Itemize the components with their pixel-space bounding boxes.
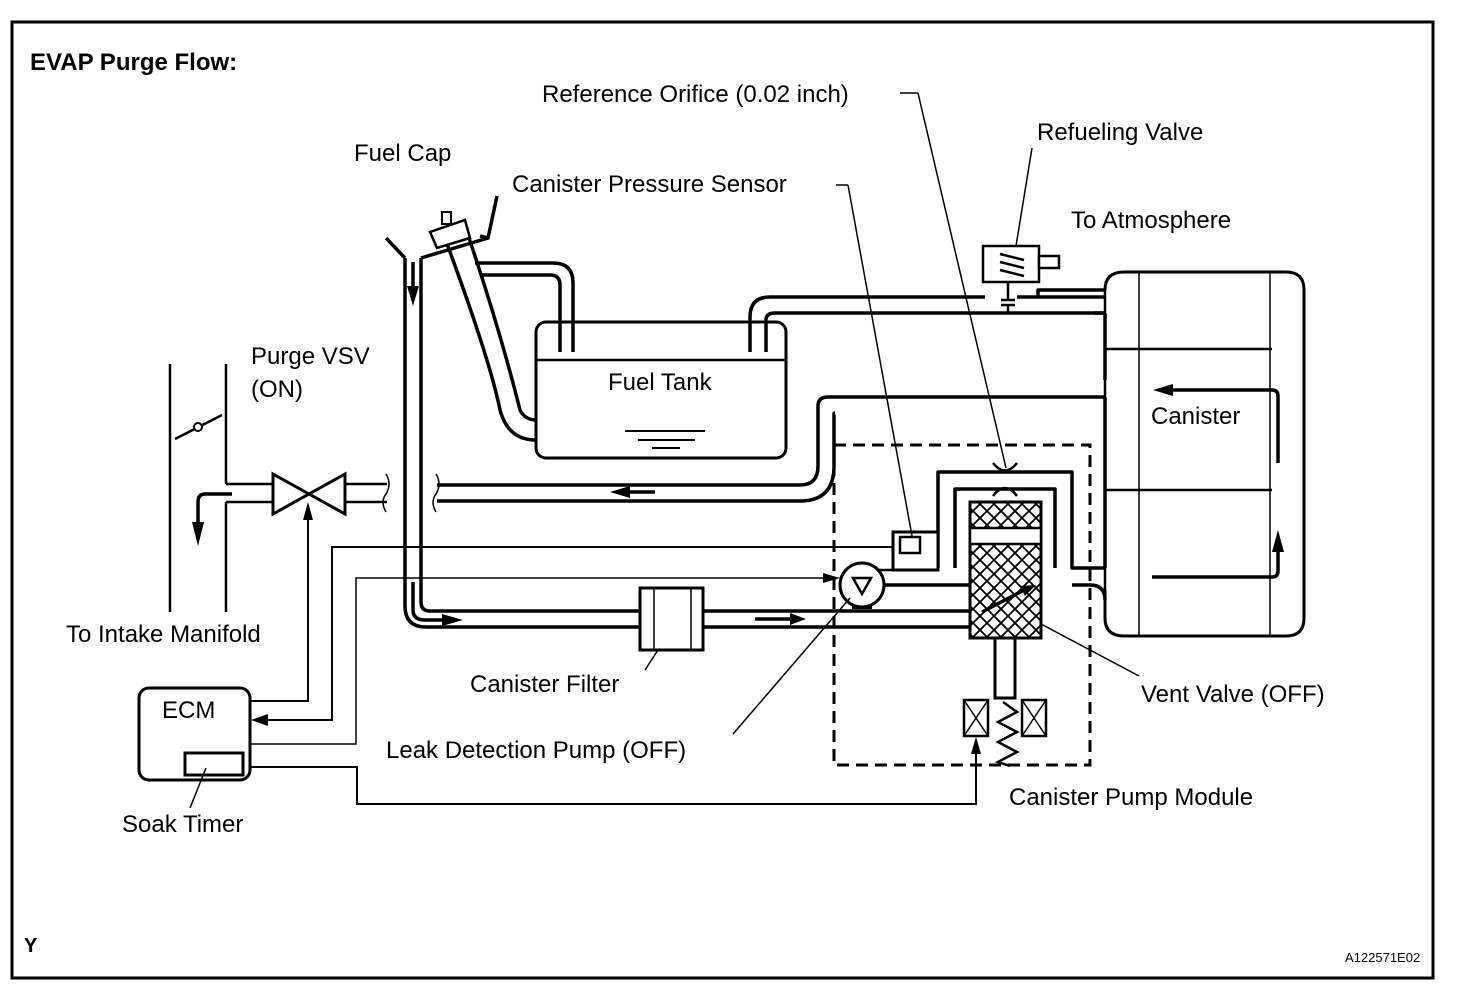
pipe-break-icon xyxy=(432,473,440,513)
canister: Canister xyxy=(1103,270,1306,638)
signal-arrow-up-icon xyxy=(971,737,981,754)
leader-line-pressure-sensor xyxy=(847,184,913,537)
main-pipe xyxy=(384,236,640,629)
pipe-break-icon xyxy=(382,473,390,513)
arrow-head-down-icon xyxy=(192,522,204,546)
figure-frame xyxy=(10,20,1435,980)
flow-arrow-left-icon xyxy=(610,486,630,498)
diagram-title: EVAP Purge Flow: xyxy=(30,49,237,76)
canister-pressure-sensor-label: Canister Pressure Sensor xyxy=(512,171,787,198)
signal-arrow-right-icon xyxy=(823,573,840,583)
reference-orifice-label: Reference Orifice (0.02 inch) xyxy=(542,81,849,108)
solenoid-coil-icon xyxy=(962,698,1048,738)
soak-timer-label: Soak Timer xyxy=(122,811,243,838)
signal-arrow-left-icon xyxy=(251,714,268,726)
soak-timer-icon xyxy=(183,751,245,777)
flow-arrow-right-icon xyxy=(442,614,463,626)
leader-line-soak-timer xyxy=(189,767,207,809)
fuel-tank-label: Fuel Tank xyxy=(608,369,713,396)
canister-pressure-sensor-icon xyxy=(873,530,940,572)
leak-detection-pump-label: Leak Detection Pump (OFF) xyxy=(386,737,686,764)
corner-mark: Y xyxy=(24,935,38,957)
leak-detection-pump-icon xyxy=(838,561,886,609)
flow-arrow-down-icon xyxy=(407,286,419,306)
canister-filter-label: Canister Filter xyxy=(470,671,619,698)
flow-arrow-up-icon xyxy=(1272,530,1284,552)
throttle-valve-icon xyxy=(174,413,223,441)
fuel-tank: Fuel Tank xyxy=(534,320,788,460)
canister-label: Canister xyxy=(1151,403,1240,430)
leader-line-canister-filter xyxy=(644,649,659,671)
signal-arrow-up-icon xyxy=(303,502,313,520)
fuel-cap-icon xyxy=(428,218,472,250)
vent-valve-icon xyxy=(962,500,1048,768)
purge-vsv-valve-icon xyxy=(271,471,347,517)
refueling-valve-icon xyxy=(981,244,1061,313)
reference-orifice-icon xyxy=(992,462,1018,497)
fuel-cap-label: Fuel Cap xyxy=(354,140,451,167)
leader-line-vent-valve xyxy=(1040,623,1140,677)
purge-vsv-state-label: (ON) xyxy=(251,376,303,403)
intake-manifold xyxy=(168,364,232,612)
vent-valve-label: Vent Valve (OFF) xyxy=(1141,681,1325,708)
ecm-box: ECM xyxy=(137,686,252,782)
filler-neck xyxy=(428,195,537,442)
figure-id: A122571E02 xyxy=(1345,950,1420,965)
ecm-label: ECM xyxy=(162,697,215,724)
canister-filter-icon xyxy=(638,586,705,652)
to-intake-manifold-label: To Intake Manifold xyxy=(66,621,261,648)
canister-pump-module-label: Canister Pump Module xyxy=(1009,784,1253,811)
leader-line-refueling-valve xyxy=(1015,147,1033,247)
leader-line-leak-detection-pump xyxy=(732,597,851,735)
canister-pump-module-boundary xyxy=(832,443,1092,767)
flow-arrow-left-icon xyxy=(1153,384,1173,396)
to-atmosphere-label: To Atmosphere xyxy=(1071,207,1231,234)
leader-line-reference-orifice xyxy=(917,92,1007,469)
flow-arrow-right-icon xyxy=(790,613,806,625)
flow-arrow-to-manifold xyxy=(196,492,232,525)
refueling-valve-label: Refueling Valve xyxy=(1037,119,1203,146)
purge-vsv-label: Purge VSV xyxy=(251,343,370,370)
